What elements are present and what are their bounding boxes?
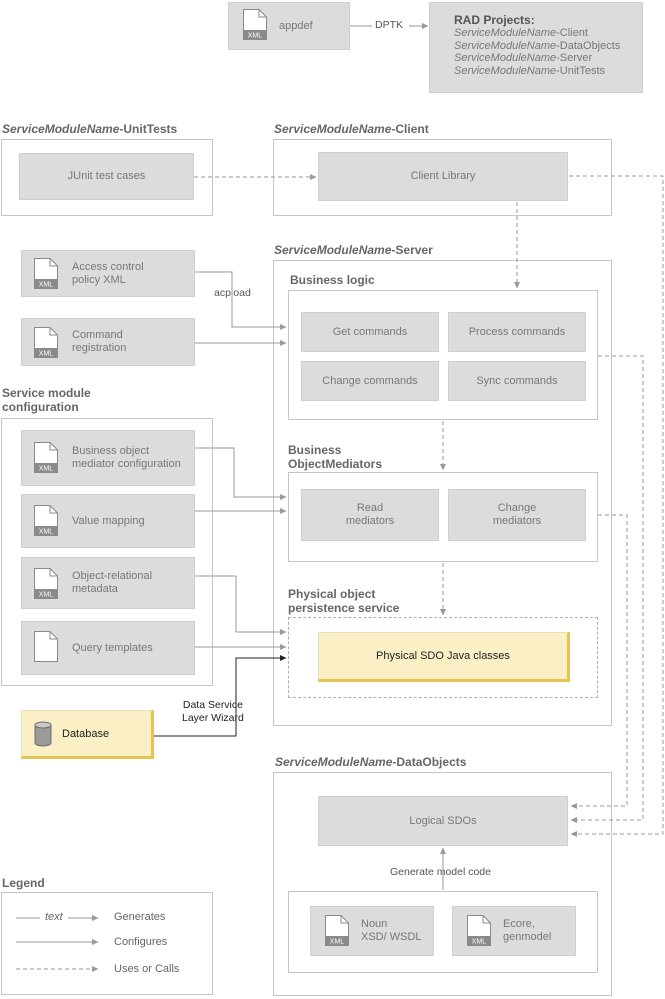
rad-item-dataobjects: ServiceModuleName-DataObjects — [454, 39, 621, 52]
query-templates-label: Query templates — [72, 641, 153, 654]
server-title: ServiceModuleName-Server — [274, 243, 433, 257]
sync-commands-label: Sync commands — [476, 374, 558, 387]
client-library-box[interactable]: Client Library — [318, 152, 568, 201]
junit-test-cases-box[interactable]: JUnit test cases — [19, 153, 194, 200]
legend-title: Legend — [2, 876, 45, 890]
rad-item-client: ServiceModuleName-Client — [454, 27, 588, 39]
acpload-label: acpload — [214, 287, 251, 299]
sync-commands-box[interactable]: Sync commands — [448, 361, 586, 401]
document-icon: XML — [34, 505, 58, 536]
business-logic-title: Business logic — [290, 273, 375, 287]
document-icon: XML — [325, 915, 349, 946]
svg-text:XML: XML — [39, 466, 54, 473]
database-icon — [34, 721, 52, 747]
appdef-label: appdef — [279, 19, 313, 32]
svg-text:XML: XML — [39, 529, 54, 536]
document-icon: XML — [34, 568, 58, 599]
svg-text:XML: XML — [39, 282, 54, 289]
physical-sdo-label: Physical SDO Java classes — [376, 650, 510, 662]
value-mapping-label: Value mapping — [72, 514, 145, 527]
svg-text:XML: XML — [472, 939, 487, 946]
legend-generates: Generates — [114, 911, 166, 923]
dptk-label: DPTK — [375, 19, 404, 31]
document-icon: XML — [243, 9, 267, 40]
rad-item-unittests: ServiceModuleName-UnitTests — [454, 64, 606, 77]
client-library-label: Client Library — [410, 170, 476, 182]
document-icon: XML — [34, 258, 58, 289]
svg-text:XML: XML — [330, 939, 345, 946]
junit-label: JUnit test cases — [67, 170, 146, 182]
physical-sdo-box[interactable]: Physical SDO Java classes — [318, 632, 570, 682]
document-icon: XML — [467, 915, 491, 946]
generate-model-code-label: Generate model code — [390, 866, 491, 878]
svg-text:XML: XML — [248, 33, 263, 40]
legend-configures: Configures — [114, 936, 168, 948]
ecore-genmodel-label: Ecore,genmodel — [503, 918, 552, 943]
unittests-title: ServiceModuleName-UnitTests — [2, 122, 178, 136]
dataobjects-title: ServiceModuleName-DataObjects — [275, 755, 467, 769]
ecore-genmodel-box[interactable]: Ecore,genmodel — [452, 906, 576, 956]
legend-container — [1, 892, 213, 995]
document-icon: XML — [34, 327, 58, 358]
rad-projects-box: RAD Projects: ServiceModuleName-Client S… — [429, 2, 643, 93]
document-icon — [34, 631, 58, 662]
client-title: ServiceModuleName-Client — [274, 122, 429, 136]
legend-uses: Uses or Calls — [114, 963, 180, 975]
svg-text:XML: XML — [39, 592, 54, 599]
change-commands-label: Change commands — [322, 374, 418, 387]
legend-text-sample: text — [45, 911, 63, 923]
get-commands-box[interactable]: Get commands — [301, 312, 439, 352]
process-commands-box[interactable]: Process commands — [448, 312, 586, 352]
change-commands-box[interactable]: Change commands — [301, 361, 439, 401]
process-commands-label: Process commands — [468, 325, 566, 338]
rad-item-server: ServiceModuleName-Server — [454, 52, 593, 64]
svg-text:XML: XML — [39, 351, 54, 358]
rad-projects-title: RAD Projects: — [454, 13, 535, 27]
document-icon: XML — [34, 442, 58, 473]
logical-sdos-box[interactable]: Logical SDOs — [318, 796, 568, 846]
get-commands-label: Get commands — [332, 325, 408, 338]
database-label: Database — [62, 727, 110, 740]
logical-sdos-label: Logical SDOs — [409, 814, 477, 827]
